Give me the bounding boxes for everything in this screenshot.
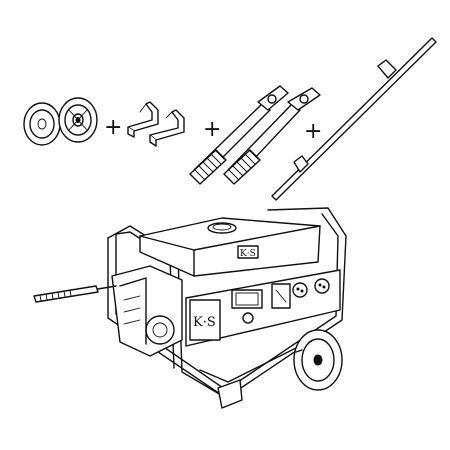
plus-sign: + — [203, 117, 221, 142]
plus-sign: + — [304, 119, 322, 144]
lifting-bar-icon — [271, 37, 437, 201]
panel-logo: K·S — [193, 315, 216, 330]
plus-sign: + — [104, 115, 122, 140]
bracket-icon — [127, 101, 185, 147]
wheel-icon — [23, 97, 98, 146]
generator-icon: K·S K·S — [33, 207, 347, 409]
handle-icon — [189, 85, 321, 185]
tank-logo: K·S — [240, 249, 256, 259]
